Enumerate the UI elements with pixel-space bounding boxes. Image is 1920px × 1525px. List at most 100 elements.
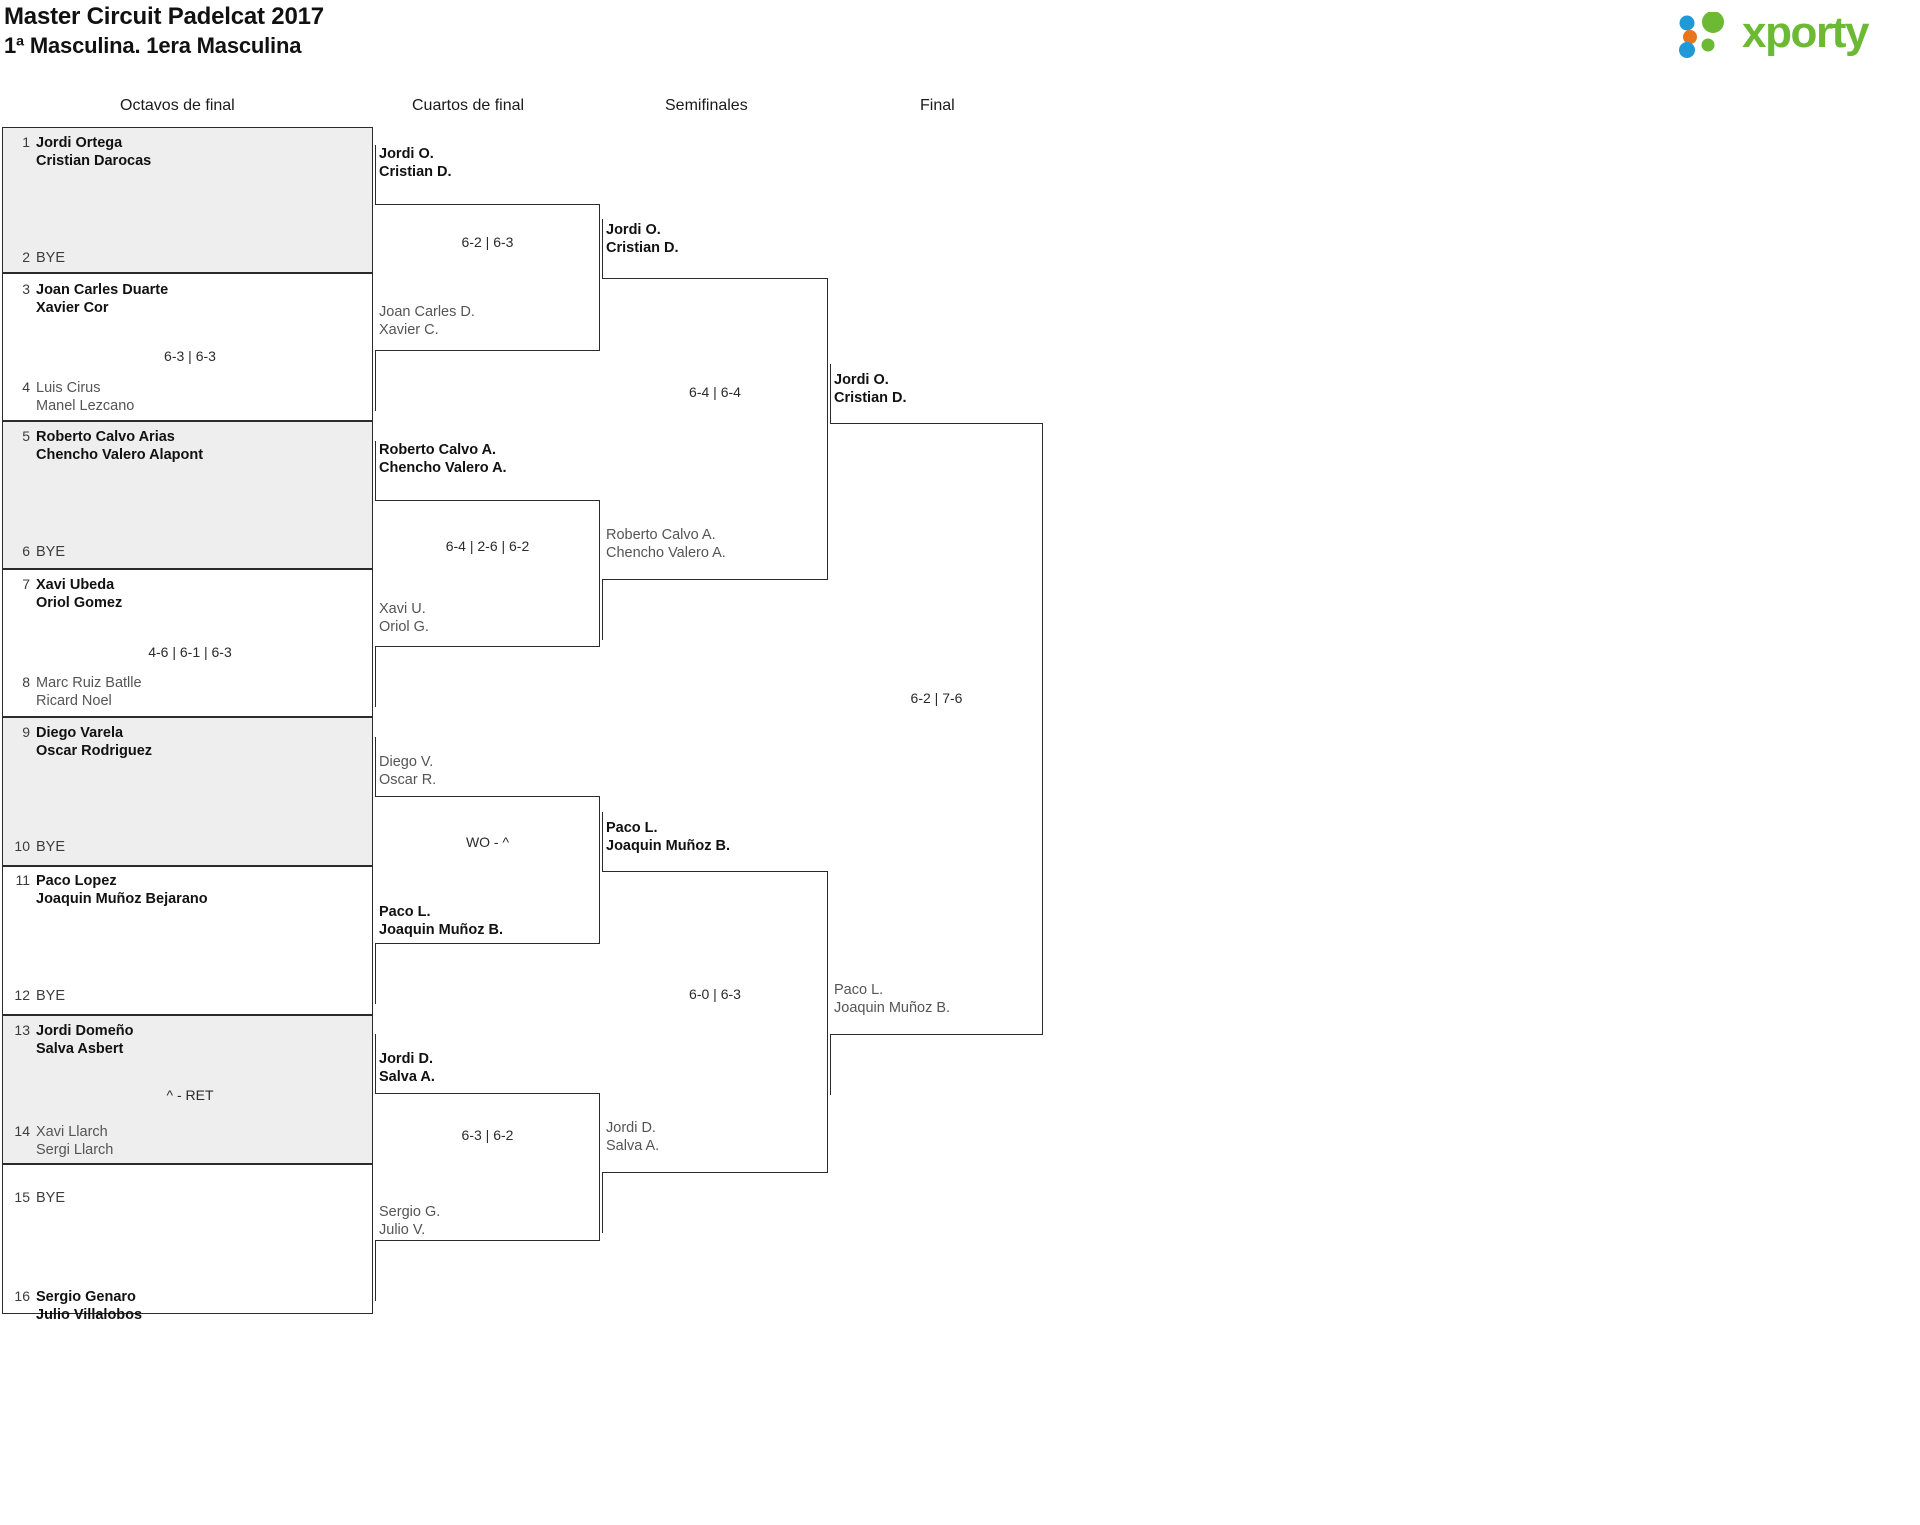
r16-match-4[interactable]: [2, 569, 373, 717]
player-line-2: Joaquin Muñoz Bejarano: [36, 891, 208, 907]
player-line-2: Salva Asbert: [36, 1041, 124, 1057]
round-header-cuartos: Cuartos de final: [412, 97, 525, 114]
player-line-1: Marc Ruiz Batlle: [36, 675, 142, 691]
player-line-2: Salva A.: [606, 1138, 660, 1154]
r16-match-8[interactable]: [2, 1164, 373, 1314]
final-stub-b: [830, 1035, 831, 1095]
player-line-2: Oscar R.: [379, 772, 437, 788]
seed-number: 8: [22, 674, 30, 690]
seed-number: 16: [14, 1288, 30, 1304]
seed-number: 4: [22, 379, 30, 395]
player-line-2: Oriol Gomez: [36, 595, 123, 611]
player-line-1: Xavi Llarch: [36, 1124, 108, 1140]
player-line-1: Roberto Calvo A.: [606, 527, 716, 543]
r16-match-1[interactable]: [2, 127, 373, 273]
r16-score-4: 4-6 | 6-1 | 6-3: [148, 644, 232, 660]
qf-connector-4: [375, 1093, 600, 1241]
player-line-2: Cristian D.: [834, 390, 907, 406]
seed-number: 5: [22, 428, 30, 444]
player-line-2: Chencho Valero A.: [606, 545, 726, 561]
r16-match-7[interactable]: [2, 1015, 373, 1164]
sf-score-2: 6-0 | 6-3: [689, 986, 741, 1002]
qf-connector-2: [375, 500, 600, 647]
player-line-1: Xavi Ubeda: [36, 577, 115, 593]
sf-connector-2: [602, 871, 828, 1173]
sf-connector-1: [602, 278, 828, 580]
player-line-1: Jordi D.: [606, 1120, 656, 1136]
seed-number: 14: [14, 1123, 30, 1139]
player-line-2: Cristian D.: [606, 240, 679, 256]
final-score: 6-2 | 7-6: [910, 690, 963, 706]
qf-score-4: 6-3 | 6-2: [461, 1127, 514, 1143]
player-line-2: Salva A.: [379, 1069, 435, 1085]
player-line-2: Xavier C.: [379, 322, 439, 338]
seed-number: 12: [14, 987, 30, 1003]
round-header-semis: Semifinales: [665, 97, 748, 114]
xporty-logo[interactable]: xporty: [1678, 8, 1912, 60]
player-line-1: Joan Carles D.: [379, 304, 475, 320]
qf-score-2: 6-4 | 2-6 | 6-2: [445, 538, 530, 554]
player-line-1: Jordi Domeño: [36, 1023, 134, 1039]
seed-number: 3: [22, 281, 30, 297]
r16-match-6[interactable]: [2, 866, 373, 1015]
player-line-2: Manel Lezcano: [36, 398, 135, 414]
final-connector: [830, 423, 1043, 1035]
qf-stub-2b: [375, 647, 376, 707]
player-line-2: Joaquin Muñoz B.: [834, 1000, 951, 1016]
sf-stub-2b: [602, 1173, 603, 1233]
player-line-2: Cristian D.: [379, 164, 452, 180]
sf-score-1: 6-4 | 6-4: [689, 384, 741, 400]
round-header-final: Final: [920, 97, 955, 114]
qf-stub-4b: [375, 1241, 376, 1301]
player-line-1: Xavi U.: [379, 601, 426, 617]
player-line-1: Jordi O.: [606, 222, 661, 238]
player-line-1: Sergio G.: [379, 1204, 441, 1220]
page-subtitle: 1ª Masculina. 1era Masculina: [4, 33, 302, 58]
player-line-1: Jordi O.: [379, 146, 434, 162]
bye-label: BYE: [36, 839, 66, 855]
player-line-1: Roberto Calvo A.: [379, 442, 497, 458]
player-line-1: Paco L.: [379, 904, 431, 920]
player-line-1: Sergio Genaro: [36, 1289, 136, 1305]
r16-score-2: 6-3 | 6-3: [164, 348, 216, 364]
seed-number: 2: [22, 249, 30, 265]
bye-label: BYE: [36, 250, 66, 266]
header-titles: Master Circuit Padelcat 2017 1ª Masculin…: [4, 2, 324, 60]
qf-connector-1: [375, 204, 600, 351]
player-line-1: Joan Carles Duarte: [36, 282, 169, 298]
seed-number: 13: [14, 1022, 30, 1038]
player-line-2: Joaquin Muñoz B.: [606, 838, 731, 854]
sf-stub-1a: [602, 219, 603, 278]
r16-match-2[interactable]: [2, 273, 373, 421]
player-line-2: Sergi Llarch: [36, 1142, 114, 1158]
seed-number: 10: [14, 838, 30, 854]
player-line-2: Chencho Valero A.: [379, 460, 507, 476]
player-line-1: Jordi O.: [834, 372, 889, 388]
seed-number: 9: [22, 724, 30, 740]
seed-number: 1: [22, 134, 30, 150]
bye-label: BYE: [36, 1190, 66, 1206]
player-line-1: Diego V.: [379, 754, 434, 770]
sf-stub-1b: [602, 580, 603, 640]
qf-stub-1a: [375, 145, 376, 204]
player-line-2: Joaquin Muñoz B.: [379, 922, 504, 938]
qf-score-1: 6-2 | 6-3: [461, 234, 514, 250]
round-header-octavos: Octavos de final: [120, 97, 235, 114]
seed-number: 11: [15, 872, 30, 888]
r16-match-5[interactable]: [2, 717, 373, 866]
player-line-2: Oriol G.: [379, 619, 429, 635]
logo-wordmark: xporty: [1742, 8, 1869, 57]
player-line-1: Paco Lopez: [36, 873, 117, 889]
player-line-2: Ricard Noel: [36, 693, 112, 709]
seed-number: 7: [22, 576, 30, 592]
player-line-1: Luis Cirus: [36, 380, 101, 396]
r16-match-3[interactable]: [2, 421, 373, 569]
player-line-1: Roberto Calvo Arias: [36, 429, 175, 445]
qf-stub-3a: [375, 737, 376, 796]
player-line-1: Paco L.: [606, 820, 658, 836]
page-title: Master Circuit Padelcat 2017: [4, 3, 324, 30]
player-line-2: Oscar Rodriguez: [36, 743, 153, 759]
seed-number: 6: [22, 543, 30, 559]
bye-label: BYE: [36, 544, 66, 560]
qf-stub-1b: [375, 351, 376, 411]
